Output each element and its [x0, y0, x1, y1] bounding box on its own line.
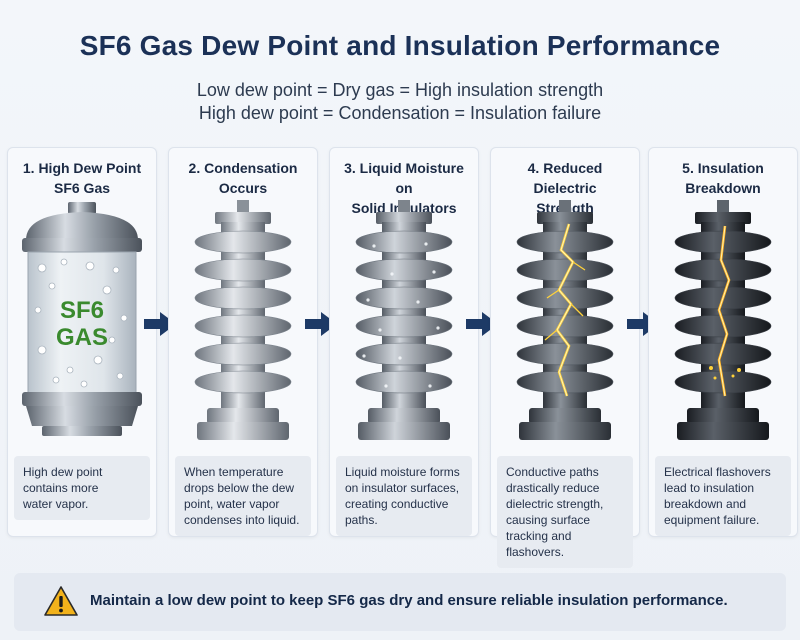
step-2-panel: 2. Condensation Occurs When temperature …	[168, 147, 318, 537]
footer-message: Maintain a low dew point to keep SF6 gas…	[90, 592, 728, 609]
footer-banner: Maintain a low dew point to keep SF6 gas…	[14, 573, 786, 631]
step-1-description: High dew point contains more water vapor…	[14, 456, 150, 520]
wet-insulator-icon	[355, 200, 453, 440]
step-4-panel: 4. Reduced Dielectric Strength Conductiv…	[490, 147, 640, 568]
gas-cylinder-icon: SF6 GAS	[22, 202, 142, 436]
insulator-icon	[194, 200, 292, 440]
step-5-title: 5. Insulation Breakdown	[682, 160, 764, 196]
step-2-title: 2. Condensation Occurs	[188, 160, 298, 196]
page-title: SF6 Gas Dew Point and Insulation Perform…	[79, 30, 721, 61]
warning-icon	[44, 586, 78, 616]
step-3-description: Liquid moisture forms on insulator surfa…	[336, 456, 472, 536]
step-3-panel: 3. Liquid Moisture on Solid Insulators L…	[329, 147, 479, 537]
cylinder-label-line-2: GAS	[56, 324, 108, 351]
step-5-panel: 5. Insulation Breakdown Electrical flash…	[648, 147, 798, 537]
step-2-description: When temperature drops below the dew poi…	[175, 456, 311, 536]
step-4-description: Conductive paths drastically reduce diel…	[497, 456, 633, 568]
flashover-insulator-icon	[674, 200, 772, 440]
step-1-title: 1. High Dew Point SF6 Gas	[22, 160, 142, 196]
subtitle-dry-gas: Low dew point = Dry gas = High insulatio…	[196, 80, 604, 100]
subtitle-condensation: High dew point = Condensation = Insulati…	[198, 103, 602, 123]
tracking-insulator-icon	[516, 200, 614, 440]
cylinder-label-line-1: SF6	[60, 297, 104, 324]
step-1-panel: 1. High Dew Point SF6 Gas	[7, 147, 157, 537]
step-5-description: Electrical flashovers lead to insulation…	[655, 456, 791, 536]
